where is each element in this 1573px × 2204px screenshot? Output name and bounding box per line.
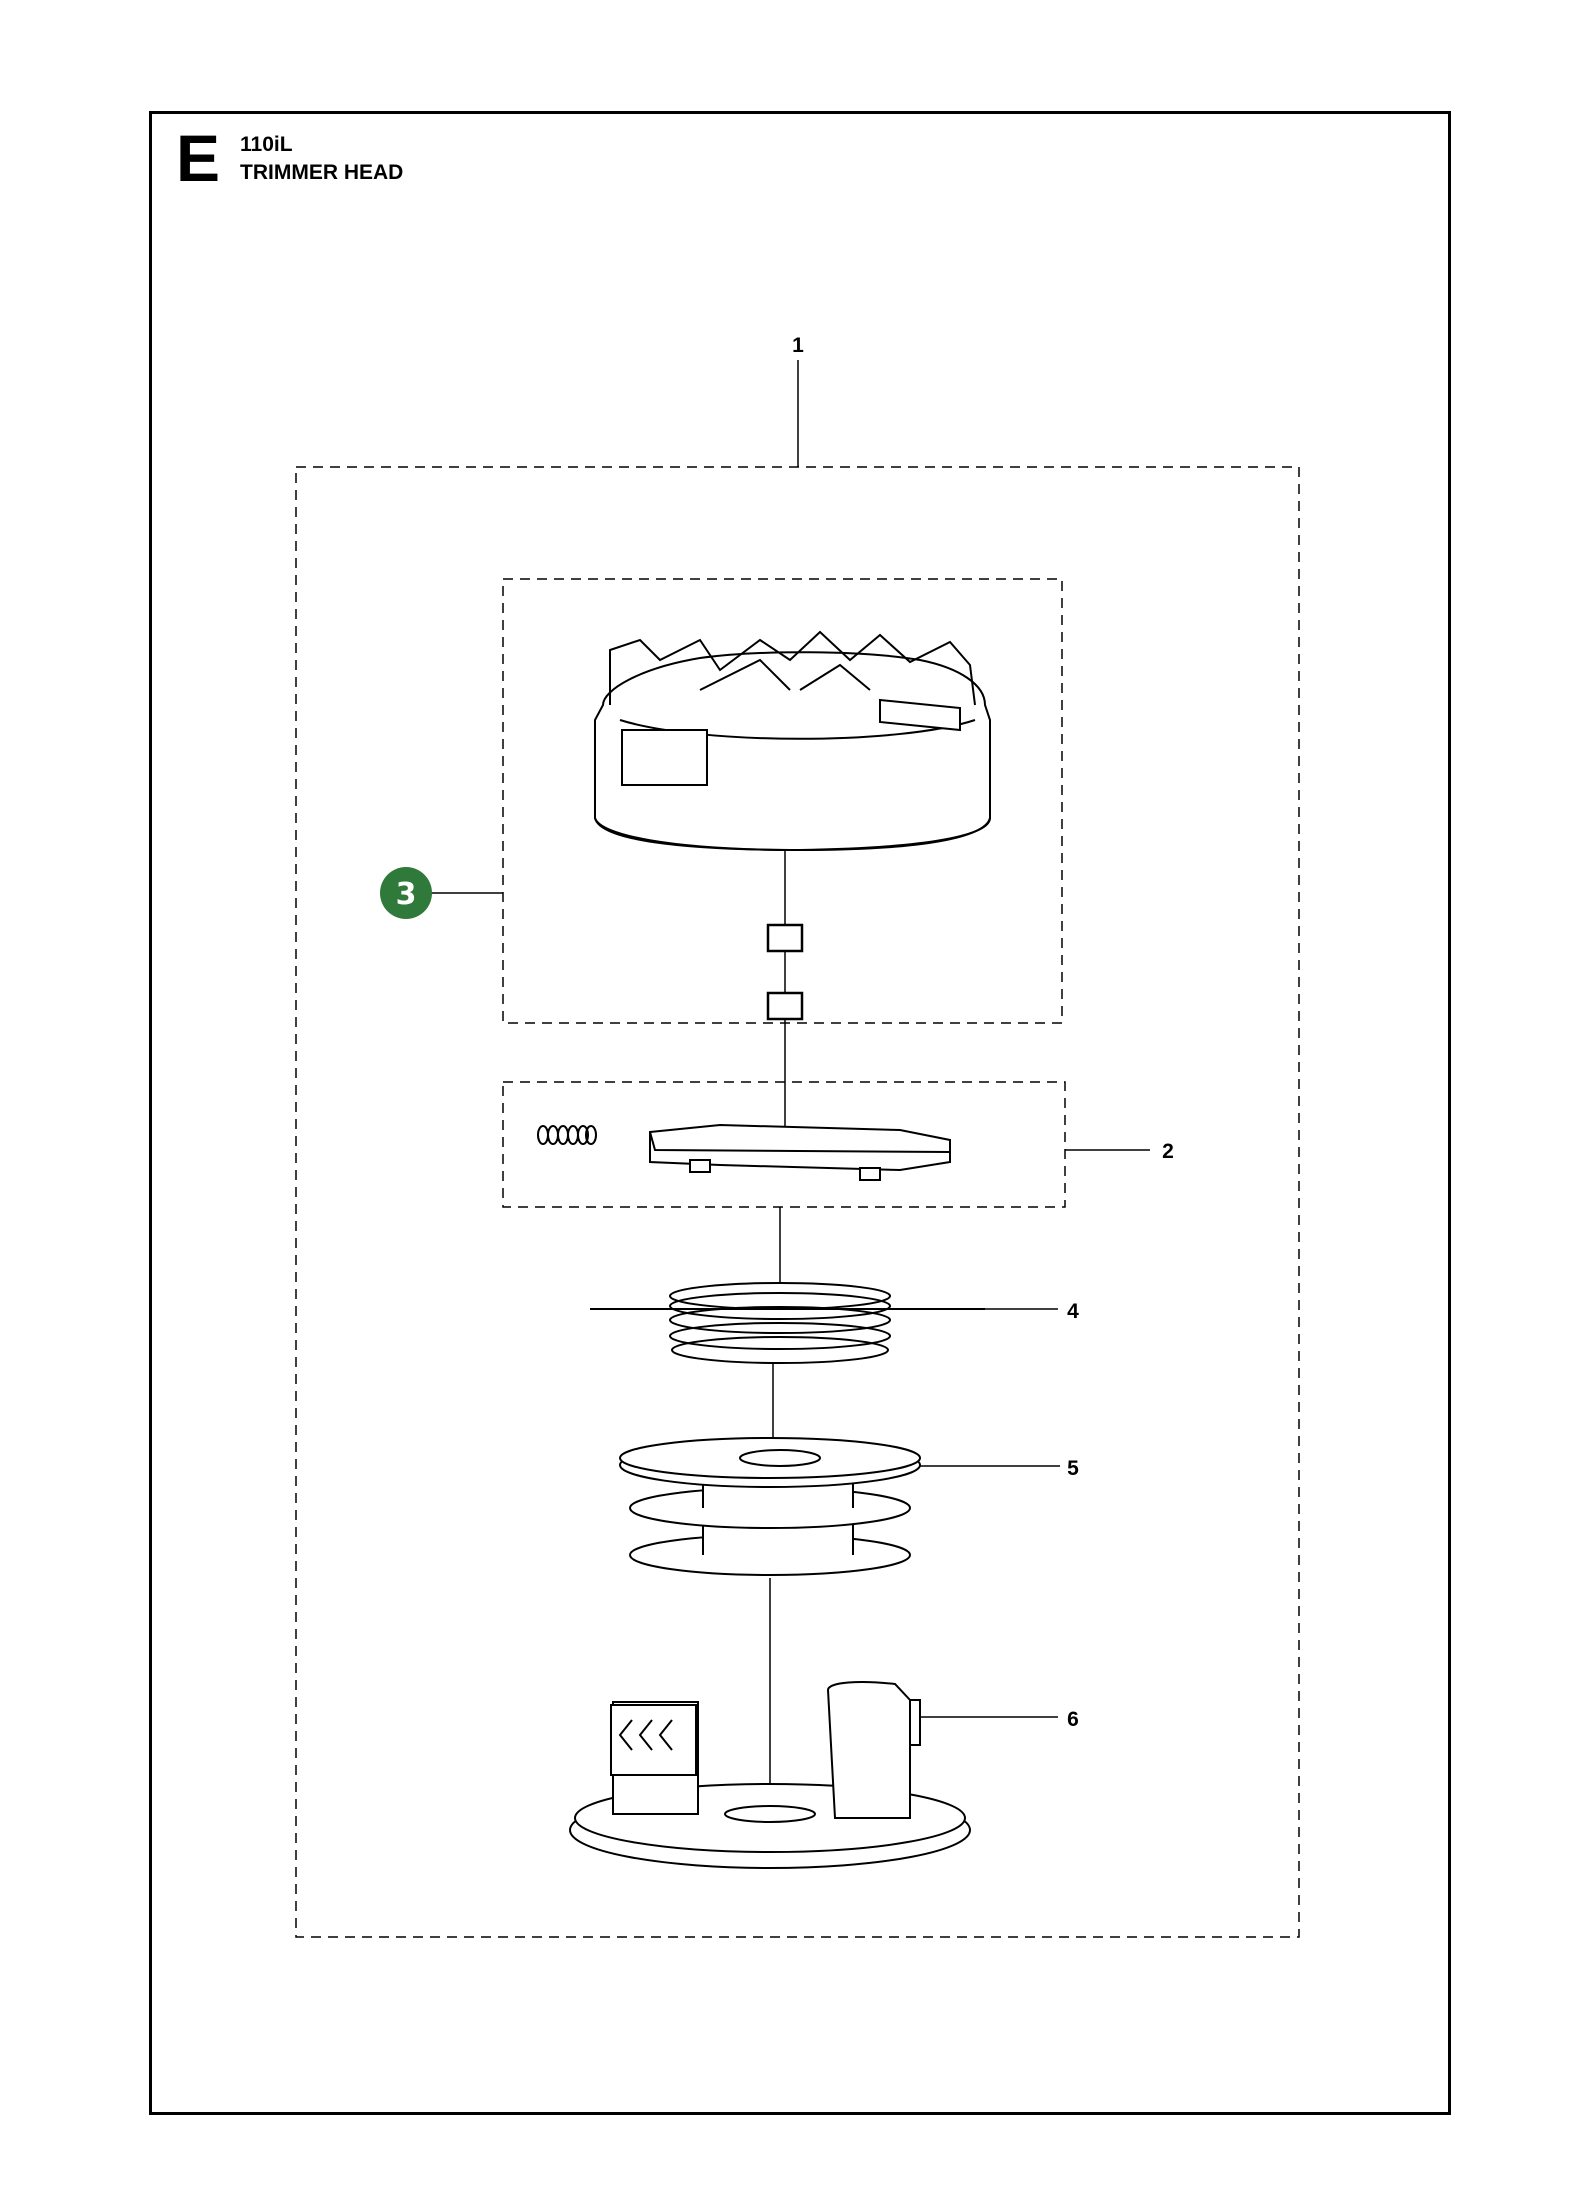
page-frame [149,111,1451,2115]
page-title: TRIMMER HEAD [240,161,404,184]
callout-4: 4 [1067,1300,1079,1323]
part-bushing-lower [766,991,804,1021]
group-box-3 [502,578,1063,1024]
callout-5: 5 [1067,1457,1079,1480]
part-trimmer-line [590,1282,985,1364]
part-base [569,1681,971,1869]
part-slider [649,1123,951,1181]
callout-3: 3 [396,877,417,912]
model-name: 110iL [240,133,293,156]
callout-1: 1 [792,334,804,357]
part-spool [619,1437,921,1576]
callout-6: 6 [1067,1708,1079,1731]
part-bushing-upper [766,923,804,953]
callout-2: 2 [1162,1140,1174,1163]
part-spring [537,1125,597,1145]
section-letter: E [176,121,221,195]
group-box-2 [502,1081,1066,1208]
part-cover [594,630,991,852]
callout-3-badge [380,867,432,919]
